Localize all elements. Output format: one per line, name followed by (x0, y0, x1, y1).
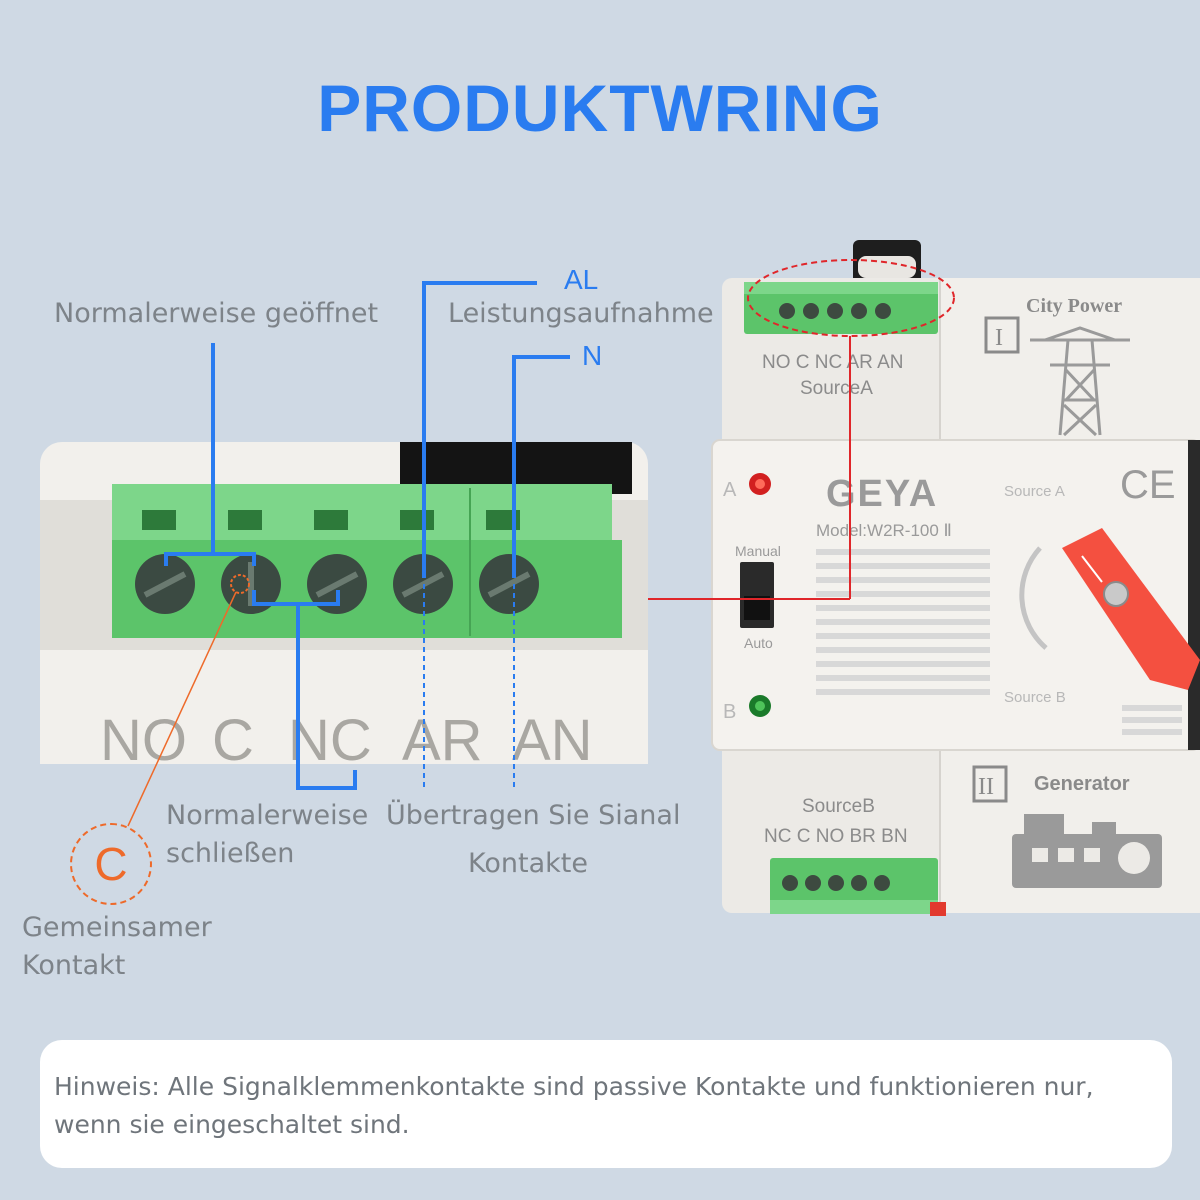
label-normally-open: Normalerweise geöffnet (54, 298, 379, 329)
label-normally-closed-1: Normalerweise (166, 800, 369, 831)
zoom-pin-an: AN (512, 708, 593, 773)
callout-lines (127, 281, 851, 827)
power-pylon-icon (1030, 326, 1130, 437)
label-normally-closed-2: schließen (166, 838, 295, 869)
city-power-label: City Power (1026, 295, 1122, 317)
source-b-pins: NC C NO BR BN (764, 826, 908, 847)
transfer-switch-device: NO C NC AR AN SourceA I City Power A B G… (711, 240, 1200, 916)
manual-label: Manual (735, 543, 781, 559)
zoom-panel: NO C NC AR AN (40, 442, 648, 773)
auto-label: Auto (744, 635, 773, 651)
rotary-handle[interactable] (1062, 528, 1200, 690)
brand-logo: GEYA (826, 473, 938, 515)
city-roman: I (995, 325, 1003, 351)
zoom-pin-no: NO (100, 708, 187, 773)
model-label: Model:W2R-100 Ⅱ (816, 521, 952, 540)
generator-roman: II (978, 774, 994, 800)
label-n-code: N (582, 340, 603, 371)
source-a-pins: NO C NC AR AN (762, 352, 903, 373)
source-a-label: SourceA (800, 378, 873, 399)
generator-icon (1012, 814, 1162, 888)
label-transfer-1: Übertragen Sie Sianal (386, 800, 681, 831)
label-power-input: Leistungsaufnahme (448, 298, 714, 329)
note-panel (40, 1040, 1172, 1168)
source-b-side-label: Source B (1004, 689, 1066, 706)
common-contact-badge: C (70, 823, 152, 905)
zoom-pin-labels: NO C NC AR AN (100, 708, 593, 773)
label-al-code: AL (564, 264, 599, 295)
indicator-a-label: A (723, 479, 737, 501)
wiring-diagram: NO C NC AR AN SourceA I City Power A B G… (40, 240, 1200, 916)
label-common-1: Gemeinsamer (22, 912, 212, 943)
indicator-b-label: B (723, 701, 736, 723)
zoom-pin-ar: AR (402, 708, 483, 773)
note-text: Hinweis: Alle Signalklemmenkontakte sind… (54, 1072, 1094, 1139)
page-title: PRODUKTWRING (317, 71, 883, 145)
rotate-arrow-icon (1019, 546, 1048, 650)
source-a-side-label: Source A (1004, 483, 1065, 500)
ce-mark: CE (1120, 463, 1176, 507)
label-transfer-2: Kontakte (468, 848, 588, 879)
generator-label: Generator (1034, 773, 1130, 795)
label-common-2: Kontakt (22, 950, 126, 981)
bottom-terminal-screws (782, 875, 890, 891)
highlight-ellipse (747, 259, 955, 337)
zoom-pin-nc: NC (288, 708, 372, 773)
top-terminal-screws (779, 303, 891, 319)
zoom-pin-c: C (212, 708, 254, 773)
source-b-label: SourceB (802, 796, 875, 817)
